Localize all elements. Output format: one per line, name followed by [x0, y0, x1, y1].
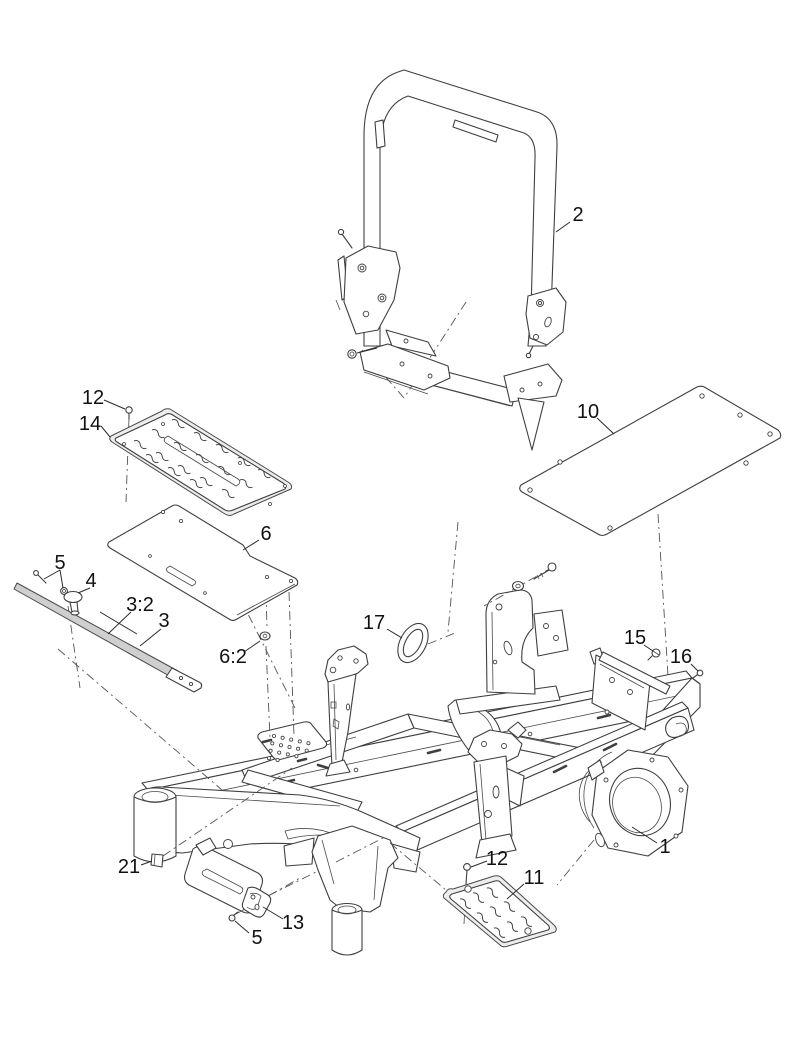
end-bracket [241, 886, 272, 918]
mat-center-slot [163, 435, 241, 487]
rear-mount-bar-bracket [589, 647, 671, 731]
decal [452, 119, 499, 143]
callout-12-bottom: 12 [486, 848, 508, 870]
panel-handle-slot [165, 565, 197, 587]
washer [511, 580, 525, 592]
callout-3-2: 3:2 [126, 594, 154, 616]
floor-mat-small [442, 875, 557, 948]
tall-support-bracket [455, 589, 569, 715]
carriage-bolt [533, 562, 557, 580]
callout-4: 4 [85, 570, 96, 592]
callout-10: 10 [577, 401, 599, 423]
sill-strip [13, 582, 203, 693]
washer-nut-small [60, 587, 68, 595]
callout-21: 21 [118, 856, 140, 878]
mat-screw-top [125, 406, 133, 420]
rops-roll-bar [335, 69, 567, 451]
front-right-rail [395, 701, 695, 855]
decal [374, 119, 386, 149]
clip [150, 853, 164, 868]
rops-left-hinge-plate [335, 228, 401, 335]
strip-end-plate [165, 667, 203, 693]
callout-15: 15 [624, 627, 646, 649]
leader-lines [43, 221, 699, 934]
rops-right-foot [503, 363, 563, 451]
mount-tab [587, 759, 605, 781]
bolt-small [33, 570, 47, 584]
knob [63, 590, 83, 616]
callout-14: 14 [79, 413, 101, 435]
callout-6-2: 6:2 [219, 646, 247, 668]
mount-bar [598, 651, 671, 695]
main-frame-weldment [133, 589, 701, 956]
left-tower-bracket [324, 645, 369, 777]
callouts: 12 14 6 5 4 3:2 3 6:2 2 10 17 15 16 1 21… [54, 204, 692, 949]
tie-down-loop [665, 715, 690, 738]
seat-base-plate [519, 385, 782, 537]
callout-3: 3 [158, 610, 169, 632]
rops-left-foot [359, 329, 451, 395]
callout-17: 17 [363, 612, 385, 634]
gearbox-mount-plate [578, 749, 689, 857]
perforated-plate [257, 721, 328, 763]
rops-mount-nut [347, 347, 378, 359]
callout-13: 13 [282, 912, 304, 934]
grommet [397, 622, 429, 664]
callout-2: 2 [572, 204, 583, 226]
callout-6: 6 [260, 523, 271, 545]
screw-5-bottom [228, 911, 239, 922]
front-bumper [183, 837, 264, 914]
flange-nut [259, 631, 271, 641]
screw-16 [692, 669, 704, 679]
center-caster-post [283, 825, 421, 956]
callout-16: 16 [670, 646, 692, 668]
callout-12-top: 12 [82, 387, 104, 409]
callout-1: 1 [659, 836, 670, 858]
right-tower-bracket [467, 721, 527, 859]
floor-mat-large [109, 408, 293, 516]
caster-tube [133, 796, 177, 863]
screw-15 [647, 648, 661, 661]
floor-panel [107, 504, 299, 622]
perforation-dots [266, 734, 311, 763]
callout-5-top: 5 [54, 552, 65, 574]
callout-5-bottom: 5 [251, 927, 262, 949]
callout-11: 11 [524, 867, 545, 889]
rops-right-latch-plate [525, 287, 567, 359]
